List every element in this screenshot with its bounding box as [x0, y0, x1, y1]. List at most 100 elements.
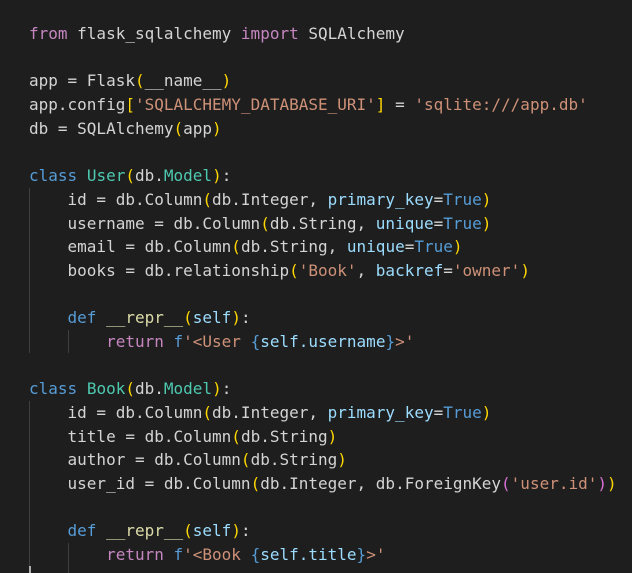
code-token: (	[125, 379, 135, 399]
code-line[interactable]: class Book(db.Model):	[29, 377, 617, 401]
code-line[interactable]: def __repr__(self):	[29, 519, 617, 543]
code-token: )	[481, 189, 492, 209]
code-token: Book	[86, 379, 126, 399]
code-token: app.config	[29, 95, 126, 115]
code-token: =	[443, 260, 453, 280]
code-token: User	[86, 166, 126, 186]
code-token: =	[385, 95, 415, 115]
code-line[interactable]: email = db.Column(db.String, unique=True…	[29, 235, 617, 259]
code-token	[77, 166, 87, 185]
code-line[interactable]: id = db.Column(db.Integer, primary_key=T…	[29, 401, 617, 425]
code-token: __repr__	[106, 521, 184, 541]
code-token: return	[106, 545, 164, 565]
code-line[interactable]: return f'<Book {self.title}>'	[29, 543, 617, 567]
code-token: import	[240, 24, 299, 43]
code-token: self	[192, 521, 232, 541]
code-token: )	[337, 450, 347, 470]
code-token: '<User	[183, 331, 251, 351]
code-token: =	[404, 237, 415, 257]
code-token: )	[520, 260, 530, 280]
code-line[interactable]: def __repr__(self):	[29, 306, 617, 330]
code-token: (	[183, 521, 193, 541]
code-token: True	[414, 237, 453, 257]
code-token: )	[481, 403, 492, 422]
code-token: =	[433, 189, 444, 209]
code-token: (	[289, 260, 299, 280]
code-token: :	[221, 379, 232, 399]
code-line[interactable]	[29, 140, 617, 164]
code-token: (	[231, 237, 241, 257]
code-token: (	[231, 426, 241, 446]
indent-guide	[29, 188, 30, 353]
code-token: =	[433, 403, 444, 422]
code-token: db.	[134, 379, 164, 399]
code-token: db.String	[250, 450, 338, 470]
code-line[interactable]: db = SQLAlchemy(app)	[29, 117, 617, 141]
code-line[interactable]: title = db.Column(db.String)	[29, 425, 617, 449]
code-line[interactable]: app = Flask(__name__)	[29, 69, 617, 93]
code-line[interactable]	[29, 46, 617, 70]
code-token	[29, 545, 106, 564]
code-token: :	[240, 521, 251, 541]
text-cursor	[29, 566, 31, 573]
code-token: SQLAlchemy	[298, 24, 405, 43]
code-line[interactable]: books = db.relationship('Book', backref=…	[29, 259, 617, 283]
code-line[interactable]: class User(db.Model):	[29, 164, 617, 188]
code-token: primary_key	[327, 403, 434, 422]
code-content[interactable]: from flask_sqlalchemy import SQLAlchemy …	[29, 22, 617, 567]
code-token: backref	[375, 260, 444, 280]
code-line[interactable]	[29, 354, 617, 378]
code-token	[164, 545, 174, 564]
code-token: True	[443, 403, 482, 422]
code-token: (	[260, 213, 270, 233]
code-token: (	[183, 308, 193, 328]
code-token: author = db.Column	[29, 450, 241, 470]
code-token: (	[125, 166, 135, 186]
code-token: db.Integer,	[212, 189, 328, 209]
code-token: self	[192, 308, 232, 328]
code-token: :	[221, 166, 232, 186]
code-token: [	[125, 95, 135, 115]
indent-guide	[68, 543, 69, 573]
code-token: True	[443, 189, 482, 209]
code-token: (	[501, 474, 511, 494]
code-token	[29, 308, 68, 327]
code-token: ]	[375, 95, 386, 115]
code-token: )	[327, 426, 338, 446]
code-token: )	[212, 166, 222, 186]
code-line[interactable]: app.config['SQLALCHEMY_DATABASE_URI'] = …	[29, 93, 617, 117]
code-token: unique	[375, 213, 434, 233]
code-line[interactable]: author = db.Column(db.String)	[29, 448, 617, 472]
code-token: class	[29, 166, 78, 186]
code-token: )	[221, 71, 232, 91]
code-token: )	[231, 308, 241, 328]
code-token: 'SQLALCHEMY_DATABASE_URI'	[134, 95, 376, 115]
code-token: return	[106, 331, 164, 351]
code-line[interactable]: return f'<User {self.username}>'	[29, 330, 617, 354]
code-token: def	[67, 308, 97, 328]
code-token: 'user.id'	[510, 474, 598, 494]
code-token: )	[452, 237, 463, 257]
code-token: )	[212, 379, 222, 399]
code-token: (	[202, 403, 213, 422]
code-token: (	[134, 71, 145, 91]
code-line[interactable]: from flask_sqlalchemy import SQLAlchemy	[29, 22, 617, 46]
indent-guide	[68, 330, 69, 353]
code-line[interactable]	[29, 496, 617, 520]
code-token: >'	[366, 545, 386, 565]
code-token: db.Integer, db.ForeignKey	[260, 474, 502, 494]
code-token: (	[250, 474, 261, 494]
code-token: >'	[395, 331, 415, 351]
code-token: __repr__	[106, 308, 184, 328]
code-line[interactable]: user_id = db.Column(db.Integer, db.Forei…	[29, 472, 617, 496]
code-line[interactable]: id = db.Column(db.Integer, primary_key=T…	[29, 188, 617, 212]
code-token	[29, 521, 68, 540]
code-line[interactable]	[29, 283, 617, 307]
code-token: }	[385, 331, 396, 351]
code-token: Model	[163, 166, 213, 186]
code-token	[96, 308, 106, 327]
code-token: db.String,	[269, 213, 376, 233]
code-line[interactable]: username = db.Column(db.String, unique=T…	[29, 212, 617, 236]
code-token: db.String,	[240, 237, 347, 257]
